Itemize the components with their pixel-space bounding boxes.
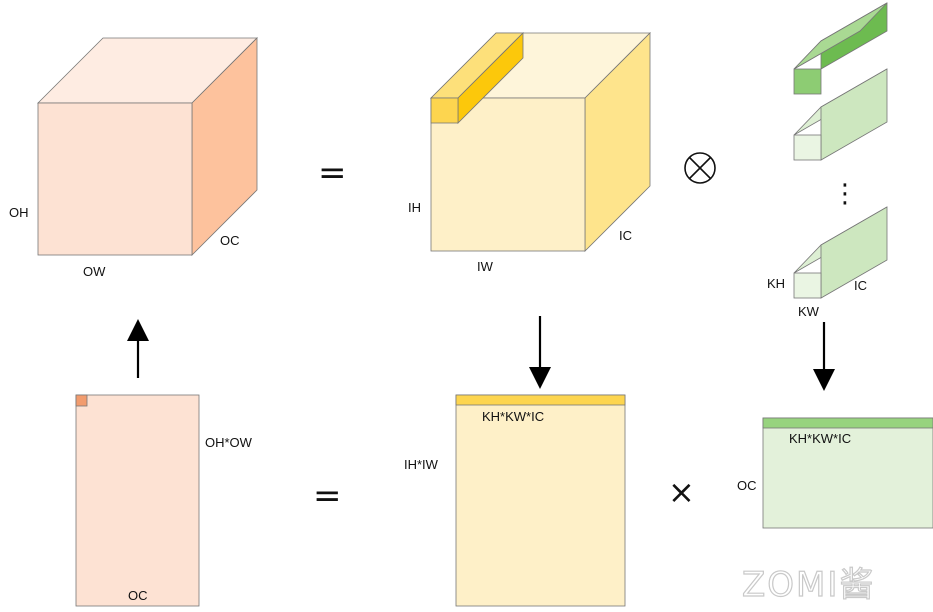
watermark-logo: ZOMI酱 — [742, 565, 875, 605]
output-oh-label: OH — [9, 205, 29, 220]
kernel-matrix — [762, 417, 933, 529]
kernel-2 — [793, 68, 888, 161]
out-matrix-cols-label: OC — [128, 588, 148, 603]
input-matrix — [455, 394, 626, 607]
input-ic-label: IC — [619, 228, 632, 243]
input-cube — [430, 32, 651, 252]
output-cube-front — [37, 102, 193, 256]
in-matrix-rows-label: IH*IW — [404, 457, 439, 472]
input-cube-front — [430, 97, 586, 252]
bottom-equals-sign: = — [313, 476, 342, 516]
multiply-sign: × — [668, 473, 695, 511]
kernel-ic-label: IC — [854, 278, 867, 293]
kernel-matrix-row — [762, 417, 933, 429]
kernel-ellipsis: ⋮ — [832, 179, 858, 209]
kernel-n — [793, 206, 888, 299]
output-ow-label: OW — [83, 264, 106, 279]
convolution-operator-icon — [684, 152, 716, 184]
input-matrix-row — [455, 394, 626, 406]
input-iw-label: IW — [477, 259, 494, 274]
output-oc-label: OC — [220, 233, 240, 248]
output-cube — [37, 37, 258, 256]
k-matrix-cols-label: KH*KW*IC — [789, 431, 851, 446]
output-matrix-cell — [75, 394, 88, 407]
out-matrix-rows-label: OH*OW — [205, 435, 253, 450]
input-ih-label: IH — [408, 200, 421, 215]
kernel-kh-label: KH — [767, 276, 785, 291]
input-patch-front — [430, 97, 459, 124]
in-matrix-cols-label: KH*KW*IC — [482, 409, 544, 424]
k-matrix-rows-label: OC — [737, 478, 757, 493]
kernel-kw-label: KW — [798, 304, 820, 319]
top-equals-sign: = — [318, 153, 347, 193]
kernel-1 — [793, 2, 888, 95]
output-matrix — [75, 394, 200, 607]
